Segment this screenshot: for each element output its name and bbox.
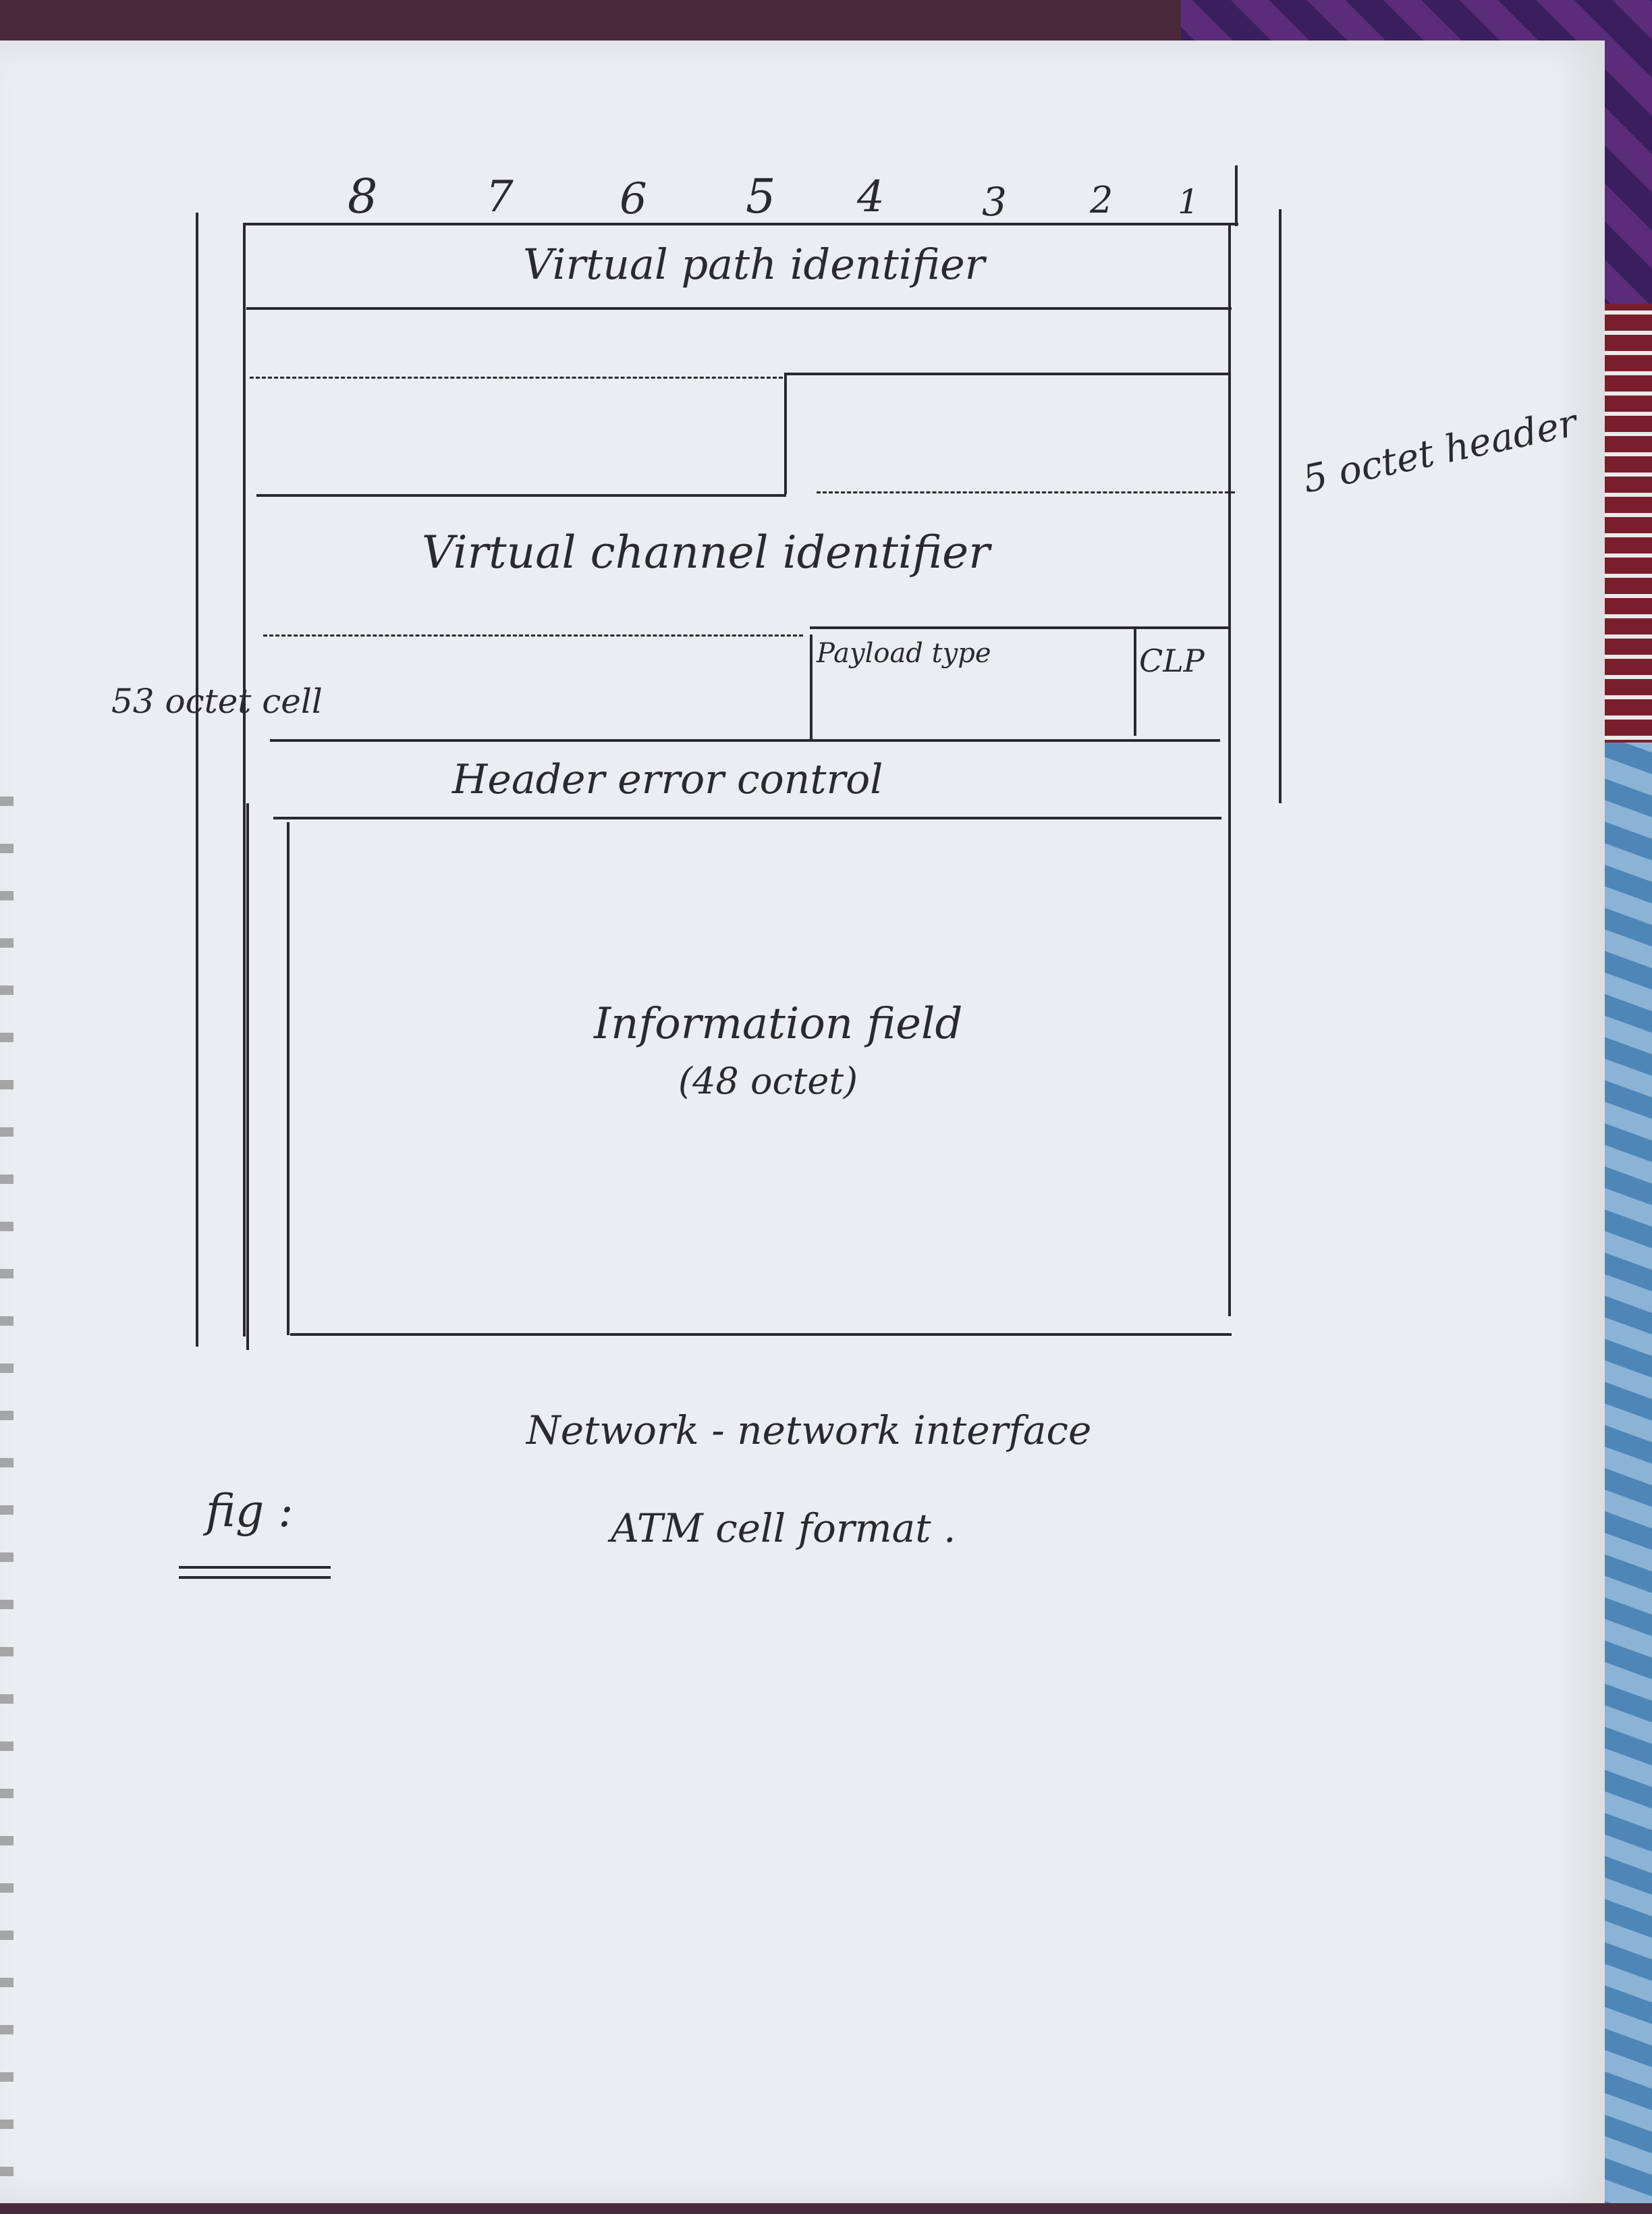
row-border — [246, 307, 1232, 310]
notebook-page — [0, 40, 1605, 2214]
field-payload-type: Payload type — [817, 638, 991, 669]
bit-number: 6 — [620, 174, 647, 224]
bit-number: 7 — [486, 172, 514, 222]
field-info-size: (48 octet) — [678, 1060, 858, 1102]
field-vpi: Virtual path identifier — [523, 240, 985, 289]
diagram-left-border — [243, 223, 246, 1336]
caption-fig-label: fig : — [206, 1485, 294, 1537]
field-vci: Virtual channel identifier — [422, 526, 990, 578]
dashed-row-border — [250, 377, 783, 379]
caption-line-2: ATM cell format . — [611, 1505, 956, 1551]
dashed-row-border — [817, 491, 1235, 493]
field-hec: Header error control — [452, 756, 883, 803]
diagram-right-border — [1228, 223, 1231, 1316]
caption-line-1: Network - network interface — [526, 1407, 1092, 1453]
bit-number: 5 — [746, 169, 776, 224]
bit-marker-line — [1235, 165, 1238, 226]
field-info: Information field — [594, 999, 963, 1049]
info-left-border — [287, 822, 290, 1335]
bit-number: 8 — [348, 169, 378, 224]
fig-underline — [179, 1566, 331, 1569]
row-border-bottom — [290, 1333, 1232, 1336]
vpi-vci-split-line — [784, 373, 787, 494]
row-border — [273, 817, 1221, 819]
row-border — [810, 626, 1230, 629]
cell-bracket-line — [196, 213, 198, 1347]
field-clp: CLP — [1139, 643, 1205, 679]
bit-number: 4 — [857, 172, 885, 222]
cell-bracket-line-lower — [246, 803, 249, 1350]
dashed-row-border — [263, 634, 803, 637]
clp-left-line — [1134, 628, 1136, 736]
row-border — [243, 223, 1238, 225]
row-border — [270, 739, 1220, 742]
header-bracket-line — [1279, 209, 1282, 803]
payload-left-line — [810, 634, 813, 739]
bit-number: 3 — [982, 179, 1007, 225]
row-border — [784, 373, 1230, 375]
bit-number: 2 — [1090, 179, 1113, 221]
row-border — [256, 494, 786, 497]
label-53-octet-cell: 53 octet cell — [111, 682, 323, 721]
fig-underline-2 — [179, 1576, 331, 1579]
bit-number: 1 — [1178, 182, 1199, 221]
spiral-holes — [0, 796, 13, 2214]
